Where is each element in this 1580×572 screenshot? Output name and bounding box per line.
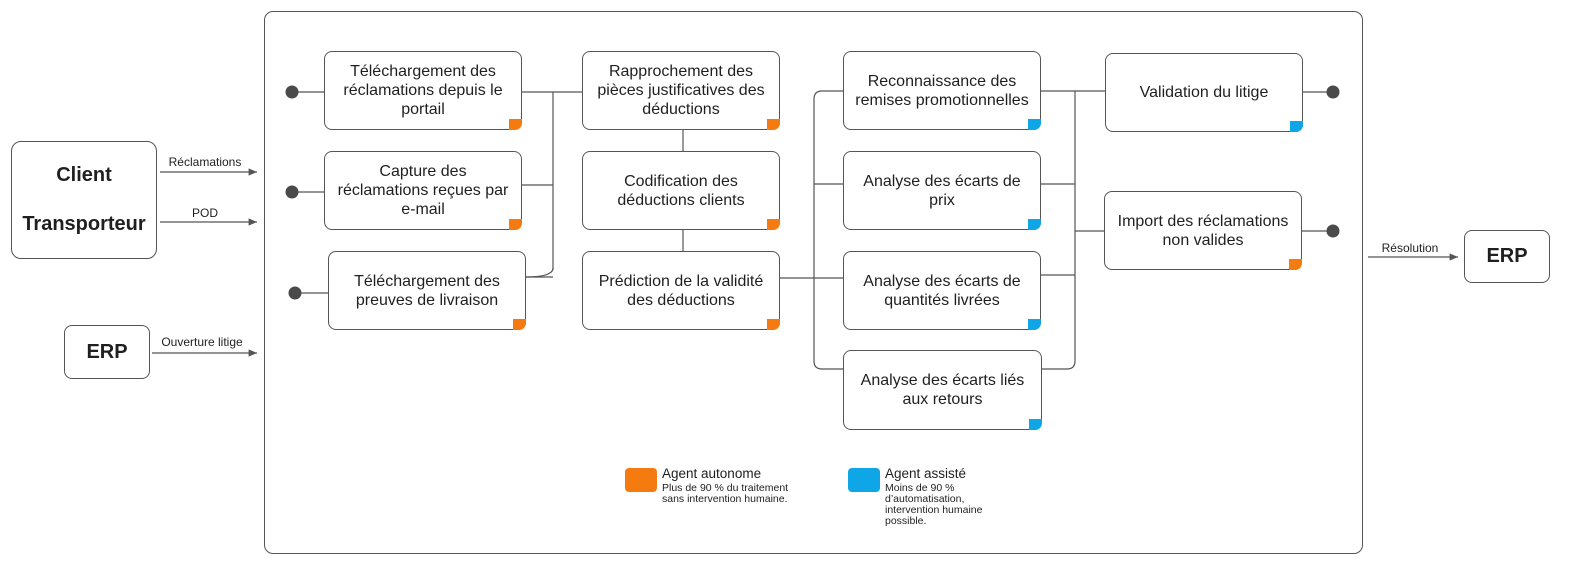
step-label: Capture des réclamations reçues par e-ma…: [337, 163, 509, 218]
autonome-marker: [513, 319, 526, 330]
step-remises-promotionnelles: Reconnaissance des remises promotionnell…: [843, 51, 1041, 130]
step-import-non-valides: Import des réclamations non valides: [1104, 191, 1302, 270]
step-label: Import des réclamations non valides: [1117, 212, 1289, 249]
client-transporteur-box: Client Transporteur: [11, 141, 157, 259]
step-label: Analyse des écarts de prix: [863, 172, 1021, 209]
legend-assiste-swatch: [848, 468, 880, 492]
legend-autonome-desc: Plus de 90 % du traitement sans interven…: [662, 482, 789, 505]
step-label: Prédiction de la validité des déductions: [598, 272, 764, 309]
legend-assiste-desc: Moins de 90 % d’automatisation, interven…: [885, 482, 983, 527]
step-label: Rapprochement des pièces justificatives …: [597, 63, 765, 118]
step-telechargement-preuves: Téléchargement des preuves de livraison: [328, 251, 526, 330]
step-label: Analyse des écarts liés aux retours: [860, 372, 1025, 408]
step-label: Téléchargement des réclamations depuis l…: [343, 63, 503, 118]
assiste-marker: [1028, 219, 1041, 230]
start-dot: [285, 185, 299, 199]
step-label: Téléchargement des preuves de livraison: [354, 272, 500, 309]
pod-label: POD: [191, 206, 218, 220]
erp-input-label: ERP: [86, 340, 128, 363]
step-label: Reconnaissance des remises promotionnell…: [855, 72, 1029, 109]
autonome-marker: [509, 219, 522, 230]
autonome-marker: [767, 119, 780, 130]
assiste-marker: [1029, 419, 1042, 430]
erp-output-label: ERP: [1486, 245, 1528, 267]
step-label: Analyse des écarts de quantités livrées: [863, 272, 1021, 309]
step-ecarts-prix: Analyse des écarts de prix: [843, 151, 1041, 230]
erp-input-box: ERP: [64, 325, 150, 379]
resolution-label: Résolution: [1381, 241, 1439, 255]
start-dot: [288, 286, 302, 300]
autonome-marker: [509, 119, 522, 130]
autonome-marker: [1289, 259, 1302, 270]
autonome-marker: [767, 219, 780, 230]
step-rapprochement: Rapprochement des pièces justificatives …: [582, 51, 780, 130]
process-frame: [264, 11, 1363, 554]
autonome-marker: [767, 319, 780, 330]
step-label: Validation du litige: [1139, 84, 1269, 101]
transporteur-label: Transporteur: [22, 213, 146, 235]
step-telechargement-portail: Téléchargement des réclamations depuis l…: [324, 51, 522, 130]
reclamations-label: Réclamations: [168, 155, 242, 169]
step-ecarts-retours: Analyse des écarts liés aux retours: [843, 350, 1042, 430]
client-label: Client: [56, 164, 112, 186]
legend-autonome-title: Agent autonome: [662, 466, 762, 481]
assiste-marker: [1028, 319, 1041, 330]
step-label: Codification des déductions clients: [617, 172, 745, 209]
step-validation-litige: Validation du litige: [1105, 53, 1303, 132]
step-capture-email: Capture des réclamations reçues par e-ma…: [324, 151, 522, 230]
end-dot: [1326, 224, 1340, 238]
start-dot: [285, 85, 299, 99]
step-ecarts-quantites: Analyse des écarts de quantités livrées: [843, 251, 1041, 330]
legend-autonome-swatch: [625, 468, 657, 492]
step-prediction: Prédiction de la validité des déductions: [582, 251, 780, 330]
legend-assiste-title: Agent assisté: [885, 466, 967, 481]
assiste-marker: [1290, 121, 1303, 132]
assiste-marker: [1028, 119, 1041, 130]
erp-output-box: ERP: [1464, 230, 1550, 283]
end-dot: [1326, 85, 1340, 99]
step-codification: Codification des déductions clients: [582, 151, 780, 230]
ouverture-litige-label: Ouverture litige: [161, 335, 243, 349]
